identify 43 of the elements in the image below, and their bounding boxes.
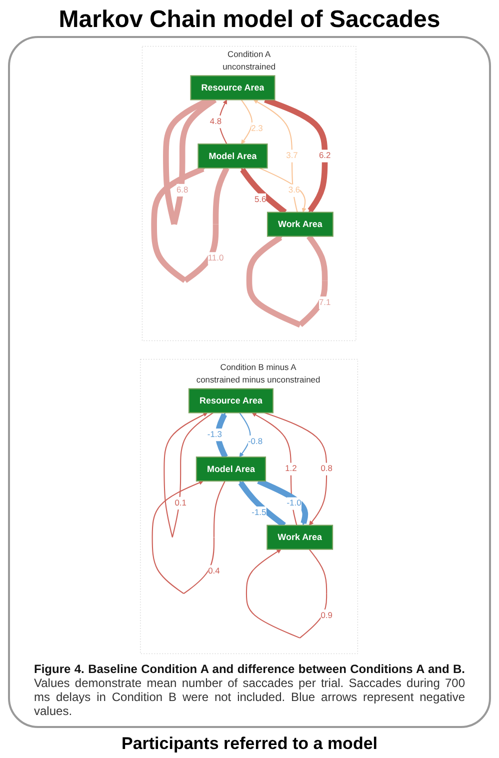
- arrow: [246, 548, 328, 638]
- edge-label: 0.1: [175, 498, 187, 508]
- cluster: [142, 46, 357, 342]
- node-box: [267, 524, 334, 550]
- edge-label: -1.5: [252, 508, 267, 518]
- arrow: [216, 412, 228, 458]
- edge-label: 6.8: [176, 185, 189, 194]
- arrow: [252, 412, 298, 526]
- edge-label: 3.7: [286, 151, 298, 160]
- arrow: [260, 168, 307, 212]
- edge-label: 4.8: [210, 117, 222, 126]
- edge-label: 0.9: [321, 611, 333, 620]
- edge-label: 5.6: [254, 194, 267, 204]
- diagram-title: Markov Chain model of Saccades: [58, 6, 440, 34]
- edge-label: 11.0: [208, 254, 224, 263]
- figure-caption: Figure 4. Baseline Condition A and difference between Conditions A and B. Values demonstrate mean number of saccades per trial. Saccades during 700 ms delays in Condition B were not included. Blue arrows represent negative values.: [34, 662, 465, 718]
- edge-label: -1.0: [287, 498, 302, 508]
- arrow: [240, 412, 252, 458]
- node-box: [198, 143, 268, 169]
- arrow: [246, 234, 328, 328]
- arrow: [164, 412, 214, 538]
- edge-label: 3.6: [288, 186, 301, 195]
- edge-label: 1.2: [286, 464, 298, 474]
- node-box: [196, 456, 266, 482]
- edge-label: 0.8: [321, 464, 333, 474]
- cluster: [140, 358, 358, 654]
- arrow: [152, 480, 226, 594]
- node-box: [267, 212, 334, 237]
- note-text: Participants referred to a model: [121, 734, 378, 754]
- edge-label: -0.8: [248, 436, 263, 446]
- edge-label: 2.3: [252, 124, 264, 133]
- panel-frame: Condition B minus A constrained minus unconstrained -1.3 -0.8 1.2 0.8 -1.0 -1.5 0.1 0.4 0.9 Resource Area Model Area Work Area Condition A unconstrained 4.8 2.3 3.7 6.2 3.6 5.6 6.8 11.0 7.1 Resource Area Model Area Work Area Figure 4. Baseline Condition A and difference between Conditions A and B. Values demonstrate mean number of saccades per trial. Saccades during 700 ms delays in Condition B were not included. Blue arrows represent negative values.: [8, 36, 491, 728]
- node-box: [190, 75, 276, 100]
- arrow: [219, 100, 228, 144]
- arrow: [241, 99, 253, 144]
- edge-label: 0.4: [208, 566, 220, 576]
- node-box: [188, 388, 274, 414]
- arrow: [254, 100, 298, 212]
- arrow: [264, 412, 328, 526]
- edge-label: 6.2: [319, 151, 332, 160]
- edge-label: -1.3: [208, 430, 222, 440]
- edge-label: 7.1: [319, 298, 332, 307]
- arrow: [152, 166, 230, 283]
